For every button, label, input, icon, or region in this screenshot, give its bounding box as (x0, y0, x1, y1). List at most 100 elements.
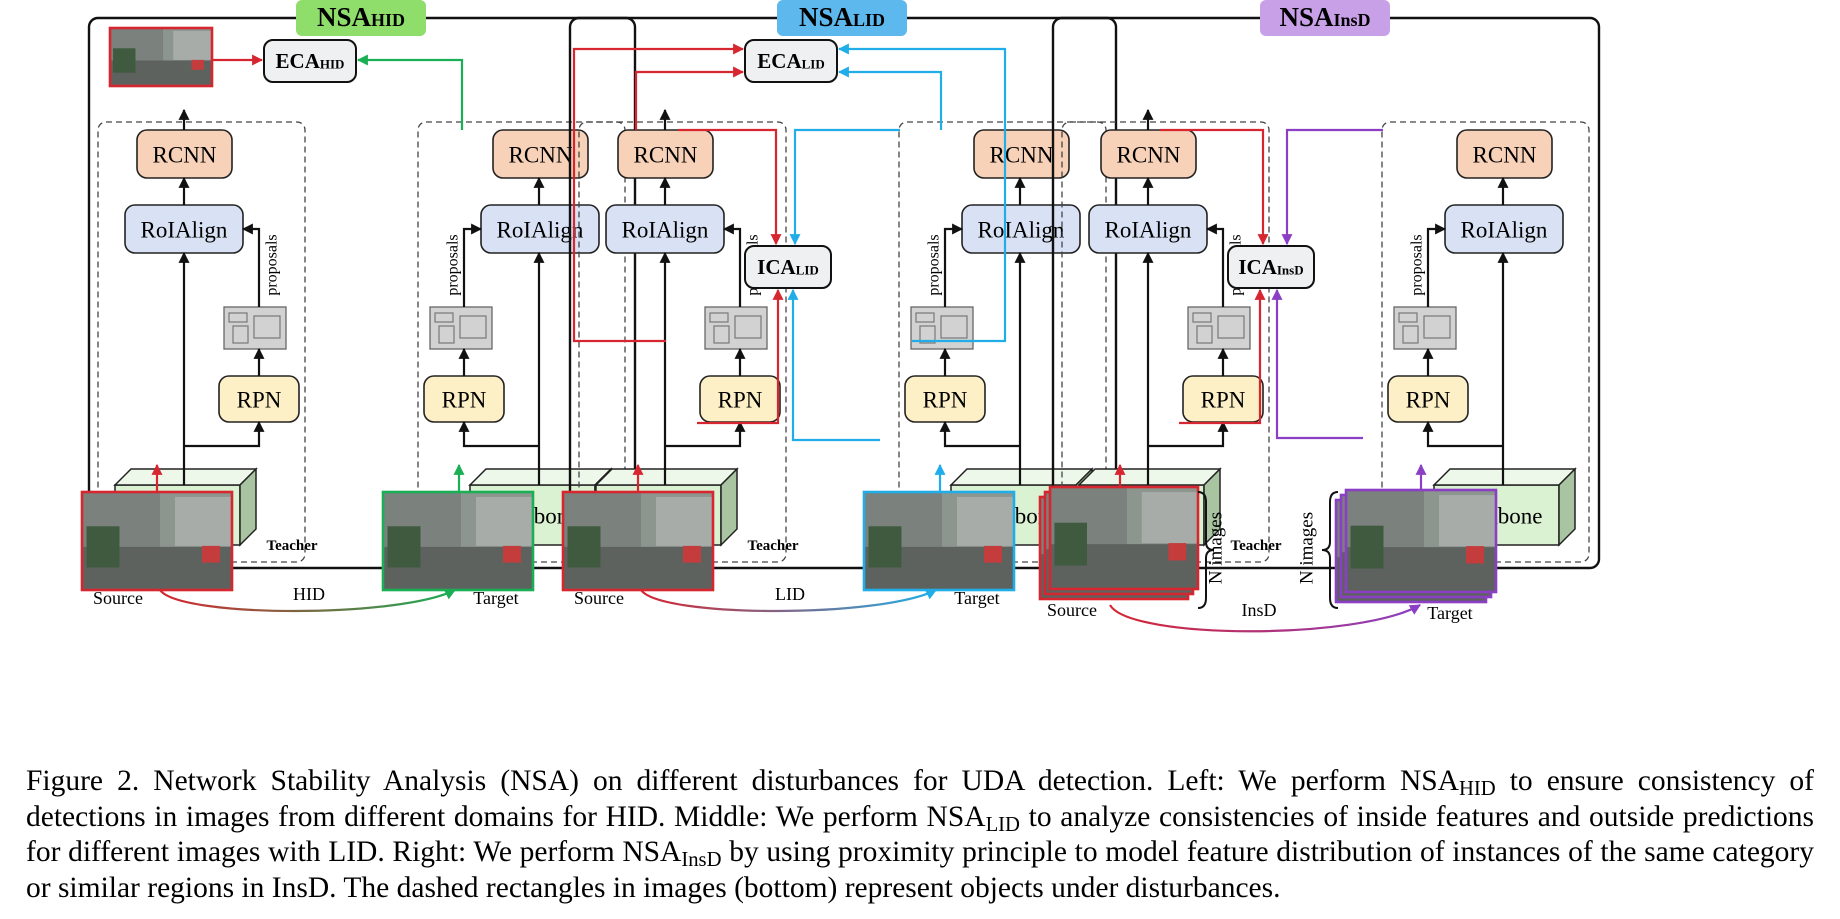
source-label: Source (1047, 600, 1097, 620)
caption-text-4: by using proximity principle to model fe… (26, 836, 1814, 904)
photo-car (191, 59, 204, 70)
teacher-proposals-label: proposals (264, 234, 281, 295)
arrow (837, 66, 943, 130)
proposal-region-icon (1192, 312, 1212, 323)
photo-tree (868, 526, 902, 568)
teacher-backbone-side (239, 467, 257, 547)
proposal-map-icon (223, 306, 287, 350)
student-roialign-label: RoIAlign (1461, 218, 1548, 243)
student-backbone-top (949, 468, 1094, 486)
photo-car (984, 545, 1002, 563)
arrow (722, 223, 742, 307)
student-roialign-label: RoIAlign (978, 218, 1065, 243)
proposal-region-icon (228, 312, 248, 323)
arrow (1205, 223, 1225, 307)
arrow (241, 223, 261, 307)
proposal-region-icon (919, 325, 936, 344)
proposal-region-icon (1402, 325, 1419, 344)
proposal-region-icon (1217, 315, 1245, 339)
arrow (1148, 420, 1229, 448)
student-proposals-label: proposals (445, 234, 462, 295)
disturbance-arrow (640, 589, 937, 613)
photo-tree (86, 526, 120, 568)
photo-border (108, 26, 214, 88)
proposal-region-icon (232, 325, 249, 344)
panel-title-tab (296, 0, 426, 36)
proposal-map-icon (429, 306, 493, 350)
teacher-output-image (108, 26, 214, 88)
photo-tree (567, 526, 601, 568)
eca-box (744, 39, 838, 83)
arrow (572, 43, 745, 343)
arrow (356, 54, 464, 130)
arrow (678, 128, 782, 246)
source-image (80, 490, 234, 592)
arrow (837, 43, 1007, 343)
student-backbone-top (1432, 468, 1577, 486)
photo-tree (113, 48, 136, 73)
teacher-label: Teacher (266, 538, 317, 554)
source-image (561, 490, 715, 592)
n-images-brace (1321, 491, 1339, 609)
student-backbone-top (468, 468, 613, 486)
photo-building (476, 496, 533, 546)
proposal-region-icon (713, 325, 730, 344)
caption-sub-1: HID (1458, 778, 1496, 801)
caption-text-3: to analyze consistencies of inside featu… (26, 800, 1814, 869)
proposal-region-icon (734, 315, 762, 339)
proposal-region-icon (459, 315, 487, 339)
target-label: Target (473, 588, 518, 608)
proposal-region-icon (253, 315, 281, 339)
teacher-rpn-label: RPN (1201, 388, 1246, 413)
arrow (789, 128, 900, 246)
teacher-rcnn-label: RCNN (634, 143, 698, 168)
source-label: Source (574, 588, 624, 608)
panel-hid: NSAHIDTeacherStudentRCNNRoIAlignproposal… (80, 0, 637, 613)
arrow (458, 420, 539, 448)
arrow (1179, 288, 1266, 425)
proposal-region-icon (1196, 325, 1213, 344)
panel-title: NSAInsD (1279, 2, 1370, 32)
ica-label: ICALID (757, 255, 819, 279)
teacher-backbone-side (720, 467, 738, 547)
ica-box (744, 245, 832, 289)
teacher-rpn-label: RPN (718, 388, 763, 413)
arrow (184, 420, 265, 448)
teacher-roialign-label: RoIAlign (1105, 218, 1192, 243)
target-image (381, 490, 535, 592)
student-rcnn-label: RCNN (1473, 143, 1537, 168)
eca-label: ECAHID (276, 49, 345, 73)
source-image (1048, 485, 1200, 591)
teacher-label: Teacher (1230, 538, 1281, 554)
teacher-backbone-top (1077, 468, 1222, 486)
photo-car (503, 545, 521, 563)
photo-car (202, 545, 220, 563)
photo-tree (387, 526, 421, 568)
ica-box (1227, 245, 1315, 289)
student-rcnn-label: RCNN (990, 143, 1054, 168)
teacher-rpn-label: RPN (237, 388, 282, 413)
teacher-roialign-label: RoIAlign (622, 218, 709, 243)
photo-building (656, 496, 713, 546)
panel-title: NSAHID (317, 2, 405, 32)
arrow (1281, 128, 1383, 246)
photo-building (1439, 495, 1496, 547)
photo-car (1466, 546, 1484, 564)
student-rpn-label: RPN (442, 388, 487, 413)
teacher-backbone-top (594, 468, 739, 486)
arrow (787, 288, 880, 442)
panel-lid: NSALIDTeacherStudentRCNNRoIAlignproposal… (561, 0, 1118, 613)
panel-title: NSALID (799, 2, 885, 32)
caption-sub-3: InsD (681, 849, 722, 872)
disturbance-arrow (1109, 604, 1421, 633)
panel-title-tab (777, 0, 907, 36)
proposal-region-icon (940, 315, 968, 339)
source-label: Source (93, 588, 143, 608)
proposal-region-icon (1398, 312, 1418, 323)
photo-tree (1350, 525, 1384, 569)
photo-car (683, 545, 701, 563)
photo-building (957, 496, 1014, 546)
student-backbone-side (1558, 467, 1576, 547)
n-images-label-left: N images (1206, 512, 1227, 584)
caption-sub-2: LID (985, 813, 1020, 836)
